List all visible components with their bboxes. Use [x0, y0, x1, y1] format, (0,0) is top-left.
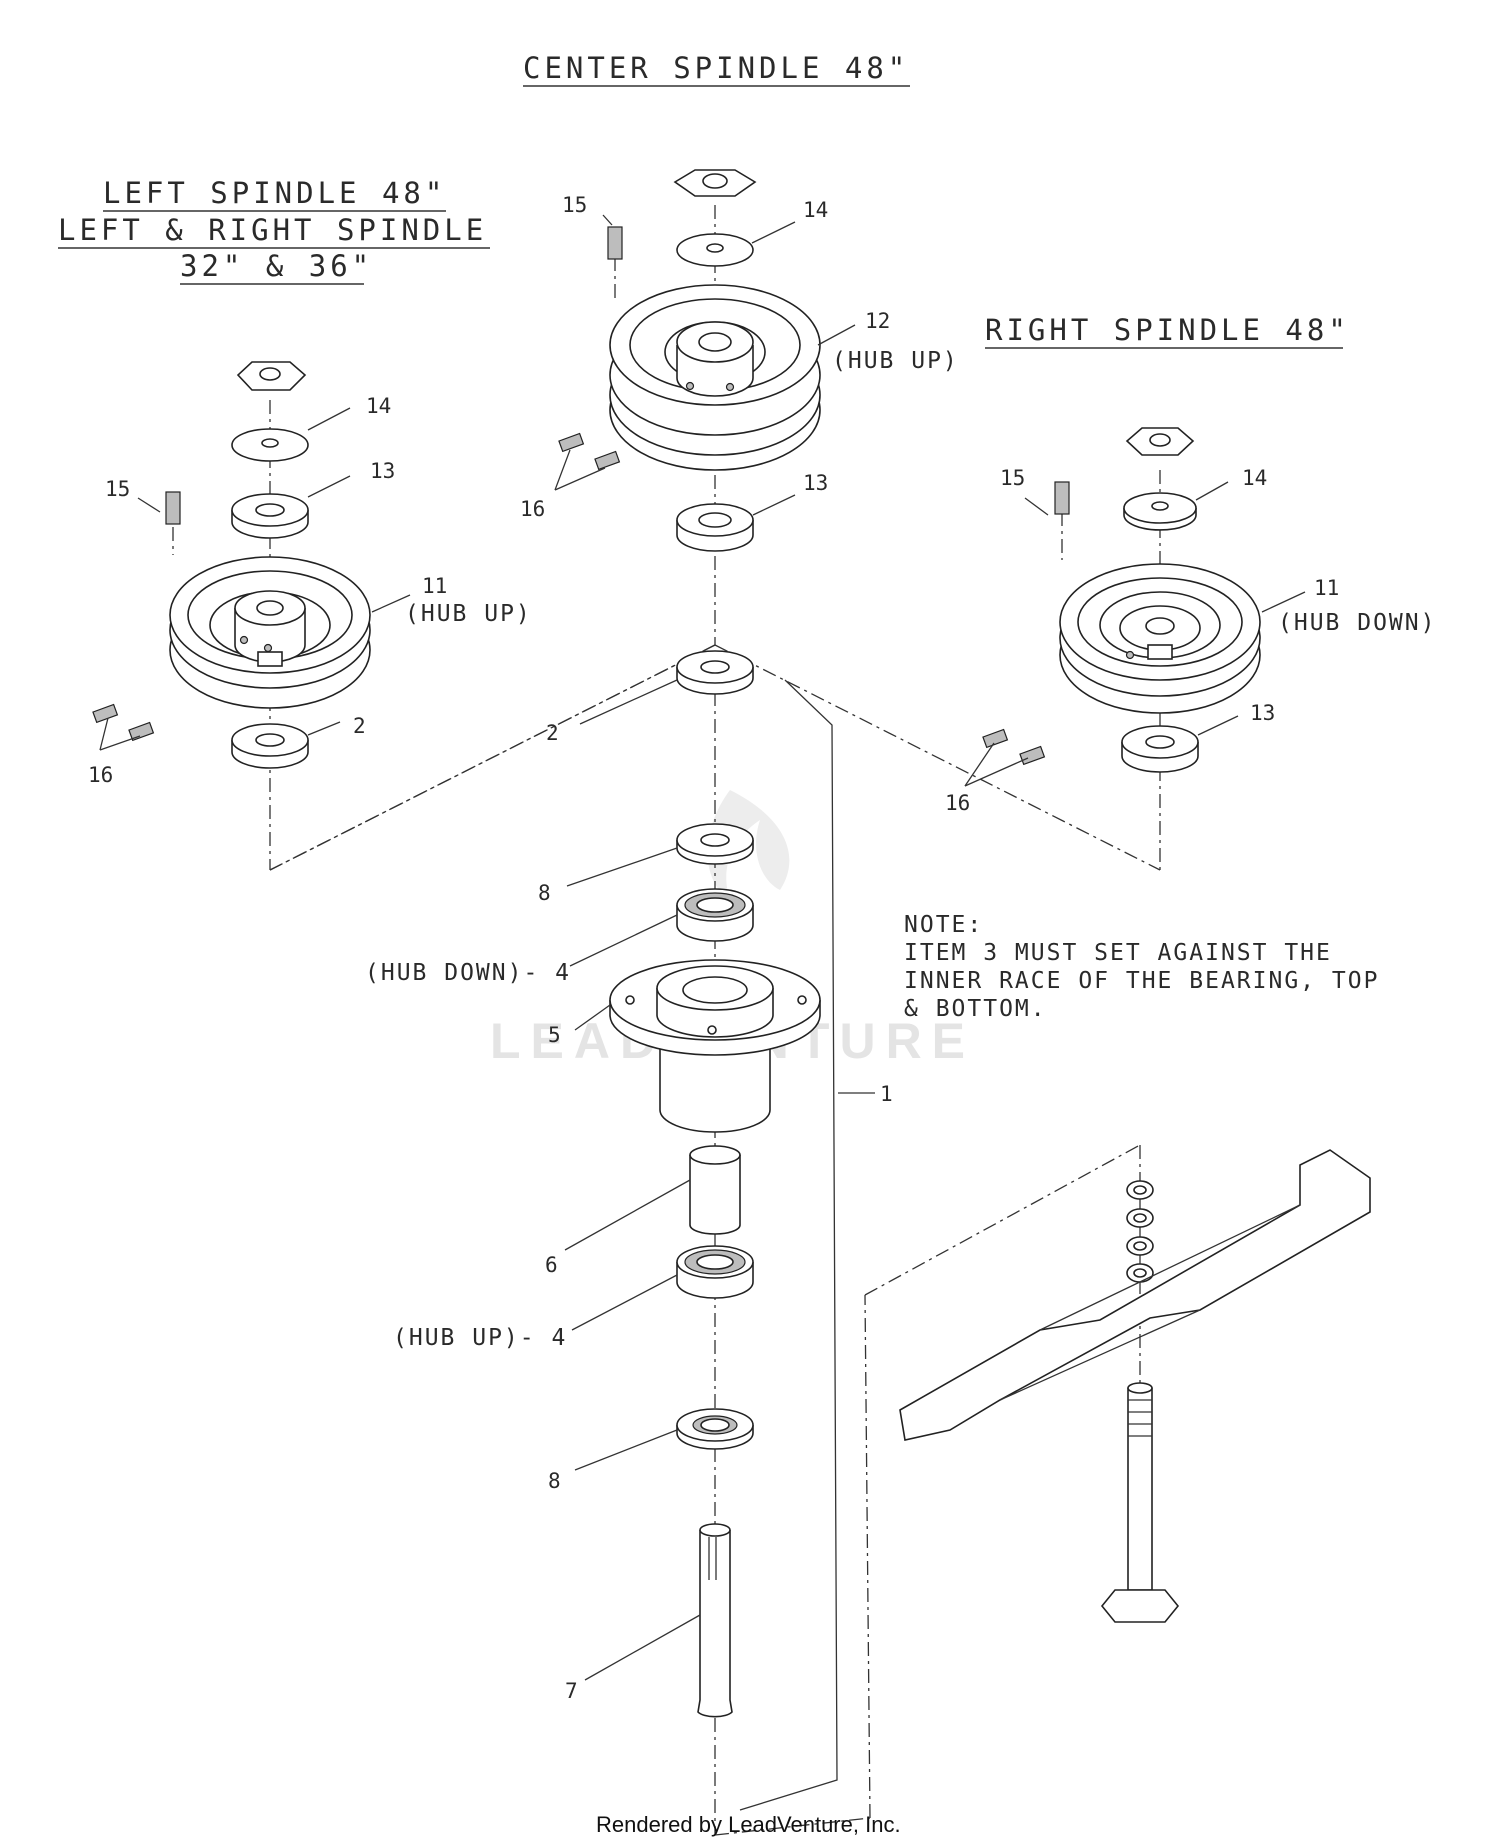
svg-text:11: 11 [422, 574, 447, 598]
svg-text:6: 6 [545, 1253, 558, 1277]
svg-text:CENTER SPINDLE 48": CENTER SPINDLE 48" [523, 51, 909, 85]
svg-text:LEFT SPINDLE 48": LEFT SPINDLE 48" [103, 176, 446, 210]
right-pulley-11 [1059, 563, 1261, 714]
svg-text:2: 2 [546, 721, 559, 745]
svg-text:RIGHT SPINDLE 48": RIGHT SPINDLE 48" [985, 313, 1350, 347]
main-shaft-7 [697, 1523, 733, 1718]
main-spacer-6 [689, 1145, 741, 1235]
svg-text:16: 16 [520, 497, 545, 521]
svg-text:(HUB DOWN)- 4: (HUB DOWN)- 4 [365, 960, 571, 986]
svg-text:15: 15 [105, 477, 130, 501]
svg-text:14: 14 [1242, 466, 1267, 490]
center-spindle-title: CENTER SPINDLE 48" [523, 51, 910, 87]
svg-text:LEFT & RIGHT SPINDLE: LEFT & RIGHT SPINDLE [58, 213, 487, 247]
center-setscrews-16 [558, 432, 621, 471]
svg-text:11: 11 [1314, 576, 1339, 600]
footer-credit: Rendered by LeadVenture, Inc. [596, 1812, 901, 1837]
svg-text:5: 5 [548, 1023, 561, 1047]
left-setscrews-16 [92, 703, 155, 742]
svg-text:13: 13 [370, 459, 395, 483]
center-pulley-12 [609, 284, 821, 471]
svg-text:14: 14 [803, 198, 828, 222]
svg-text:8: 8 [538, 881, 551, 905]
svg-text:ITEM 3 MUST SET AGAINST THE: ITEM 3 MUST SET AGAINST THE [904, 940, 1332, 966]
left-nut [236, 361, 307, 391]
svg-text:(HUB DOWN): (HUB DOWN) [1278, 610, 1436, 636]
svg-text:13: 13 [1250, 701, 1275, 725]
svg-text:8: 8 [548, 1469, 561, 1493]
left-key-15 [165, 491, 181, 525]
assembly-note: NOTE: ITEM 3 MUST SET AGAINST THE INNER … [904, 912, 1379, 1022]
right-washer-14 [1123, 492, 1197, 531]
svg-text:12: 12 [865, 309, 890, 333]
svg-text:32" & 36": 32" & 36" [180, 249, 373, 283]
main-bearing-4-top [676, 888, 754, 942]
right-nut [1125, 427, 1195, 456]
left-washer-2 [231, 723, 309, 769]
center-nut [673, 169, 757, 197]
main-bearing-4-bottom [676, 1245, 754, 1299]
svg-text:1: 1 [880, 1082, 893, 1106]
main-washer-8-bottom [676, 1408, 754, 1450]
right-spacer-13 [1121, 725, 1199, 773]
svg-text:2: 2 [353, 714, 366, 738]
right-setscrews-16 [982, 728, 1046, 766]
main-washer-8-top [676, 823, 754, 865]
left-washer-14 [231, 428, 309, 462]
svg-text:7: 7 [565, 1679, 578, 1703]
svg-text:14: 14 [366, 394, 391, 418]
center-spacer-13 [676, 503, 754, 552]
svg-text:NOTE:: NOTE: [904, 912, 983, 938]
center-washer-14 [676, 233, 754, 267]
center-key-15 [607, 226, 623, 260]
svg-text:16: 16 [88, 763, 113, 787]
svg-text:15: 15 [562, 193, 587, 217]
svg-text:(HUB UP)- 4: (HUB UP)- 4 [393, 1325, 567, 1351]
main-housing-5 [609, 959, 821, 1133]
callouts: 15 14 12 (HUB UP) 16 13 14 13 15 11 (HUB… [88, 193, 1436, 1703]
mower-blade [899, 1149, 1371, 1441]
svg-text:16: 16 [945, 791, 970, 815]
blade-bolt [1100, 1382, 1180, 1623]
svg-text:15: 15 [1000, 466, 1025, 490]
left-spindle-title: LEFT SPINDLE 48" LEFT & RIGHT SPINDLE 32… [58, 176, 490, 285]
svg-text:& BOTTOM.: & BOTTOM. [904, 996, 1047, 1022]
svg-text:INNER RACE OF THE BEARING, TOP: INNER RACE OF THE BEARING, TOP [904, 968, 1379, 994]
svg-text:(HUB UP): (HUB UP) [405, 601, 532, 627]
left-spacer-13 [231, 493, 309, 539]
left-pulley-11 [169, 556, 371, 709]
main-washer-2 [676, 650, 754, 695]
svg-text:(HUB UP): (HUB UP) [832, 348, 959, 374]
svg-text:13: 13 [803, 471, 828, 495]
right-key-15 [1054, 481, 1070, 515]
right-spindle-title: RIGHT SPINDLE 48" [985, 313, 1350, 349]
blade-washers [1126, 1180, 1154, 1315]
